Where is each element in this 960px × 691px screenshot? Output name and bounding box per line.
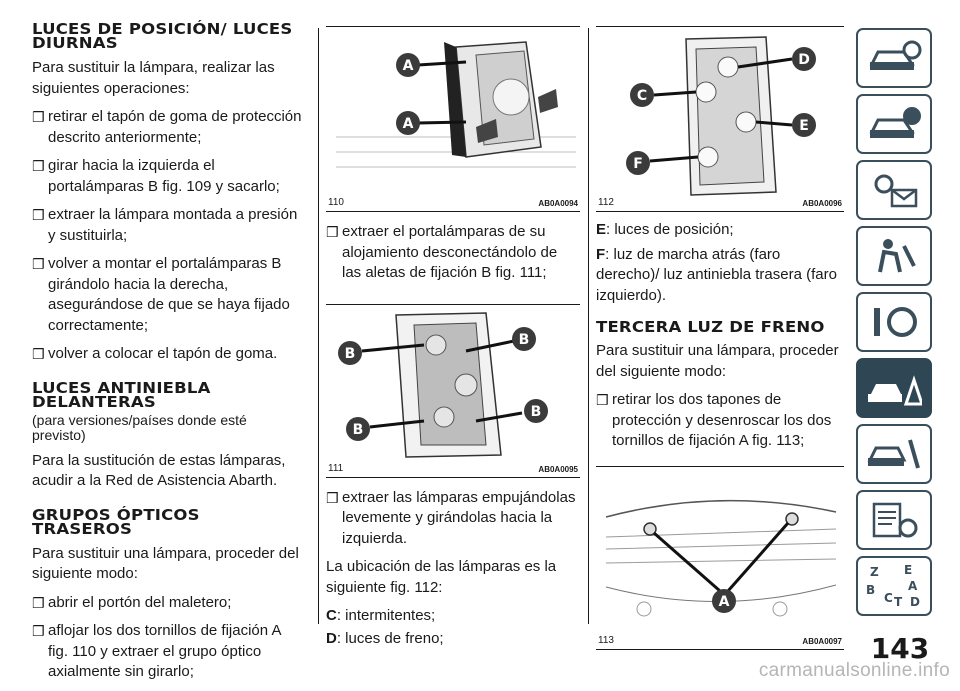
tab-safety[interactable] [856, 226, 932, 286]
svg-text:E: E [904, 563, 912, 577]
callout-c: C [637, 88, 647, 104]
svg-text:A: A [908, 579, 918, 593]
section-title-third-brake-light: TERCERA LUZ DE FRENO [596, 318, 825, 336]
figure-code: AB0A0096 [802, 199, 842, 208]
callout-b: B [519, 332, 530, 348]
svg-text:Z: Z [870, 565, 879, 579]
list-item: ❒retirar los dos tapones de protección y… [596, 391, 832, 449]
airbag-person-icon [878, 239, 916, 273]
lamp-holder-illustration: B B B B [326, 304, 580, 477]
figure-111: B B B B 111 AB0A0095 [326, 303, 580, 478]
tab-lights-messages[interactable] [856, 160, 932, 220]
callout-a: A [403, 58, 414, 74]
column-divider [588, 28, 589, 624]
column-1: LUCES DE POSICIÓN/ LUCES DIURNAS Para su… [32, 20, 302, 691]
list-item: ❒retirar el tapón de goma de protección … [32, 108, 302, 146]
rear-light-cluster-illustration: A A [326, 27, 580, 211]
car-breakdown-icon [868, 375, 922, 406]
figure-110: A A 110 AB0A0094 [326, 26, 580, 212]
figure-code: AB0A0095 [538, 464, 578, 474]
tab-car-info[interactable] [856, 28, 932, 88]
paragraph: Para sustituir la lámpara, realizar las … [32, 59, 275, 97]
car-service-icon [867, 439, 920, 469]
lamp-layout-illustration: C D E F [596, 27, 844, 211]
callout-a: A [719, 594, 730, 610]
list-item: ❒aflojar los dos tornillos de fijación A… [32, 622, 281, 680]
tab-car-information[interactable] [856, 94, 932, 154]
figure-number: 112 [598, 197, 614, 208]
tab-alphabetical-index[interactable]: Z E A B C T D [856, 556, 932, 616]
lights-message-icon [874, 174, 918, 208]
figure-code: AB0A0097 [802, 636, 842, 646]
svg-text:D: D [910, 595, 920, 609]
tab-emergency[interactable] [856, 358, 932, 418]
paragraph: La ubicación de las lámparas es la sigui… [326, 558, 557, 596]
legend-item: F: luz de marcha atrás (faro derecho)/ l… [596, 245, 837, 304]
legend-item: E: luces de posición; [596, 221, 734, 238]
page-number: 143 [870, 632, 930, 665]
car-info-icon [869, 40, 922, 70]
svg-text:C: C [884, 591, 893, 605]
figure-code: AB0A0094 [538, 199, 578, 208]
figure-number: 111 [328, 462, 344, 474]
list-item: ❒volver a colocar el tapón de goma. [32, 345, 278, 362]
paragraph: Para sustituir una lámpara, proceder del… [596, 342, 839, 380]
list-item: ❒extraer el portalámparas de su alojamie… [326, 223, 558, 281]
list-item: ❒extraer las lámparas empujándolas levem… [326, 488, 576, 547]
figure-112: C D E F 112 AB0A0096 [596, 26, 844, 212]
callout-b: B [531, 404, 542, 420]
car-i-icon [869, 107, 921, 138]
section-title-fog-lights: LUCES ANTINIEBLA DELANTERAS [32, 378, 211, 410]
watermark: carmanualsonline.info [758, 660, 950, 681]
figure-113: A 113 AB0A0097 [596, 465, 844, 650]
alphabet-index-icon: Z E A B C T D [866, 563, 920, 609]
list-item: ❒volver a montar el portalámparas B girá… [32, 255, 290, 334]
section-title-rear-lights: GRUPOS ÓPTICOS TRASEROS [32, 505, 200, 537]
tab-technical-data[interactable] [856, 490, 932, 550]
legend-item: D: luces de freno; [326, 629, 444, 647]
callout-e: E [799, 118, 809, 134]
callout-b: B [345, 346, 356, 362]
section-title-position-lights: LUCES DE POSICIÓN/ LUCES DIURNAS [32, 20, 293, 52]
svg-text:T: T [894, 595, 903, 609]
svg-text:B: B [866, 583, 875, 597]
column-2: A A 110 AB0A0094 ❒extraer el portalámpar… [326, 26, 580, 657]
tab-starting-driving[interactable] [856, 292, 932, 352]
list-item: ❒abrir el portón del maletero; [32, 593, 232, 611]
chapter-tabs: Z E A B C T D [856, 28, 932, 622]
figure-number: 110 [328, 197, 344, 208]
index-settings-icon [872, 502, 918, 538]
column-divider [318, 28, 319, 624]
tools-wheel-icon [874, 307, 917, 337]
paragraph: Para sustituir una lámpara, proceder del… [32, 544, 299, 583]
paragraph: Para la sustitución de estas lámparas, a… [32, 451, 286, 490]
third-brake-light-illustration: A [596, 466, 844, 649]
section-subtitle: (para versiones/países donde esté previs… [32, 411, 247, 443]
callout-b: B [353, 422, 364, 438]
figure-number: 113 [598, 634, 614, 646]
callout-d: D [798, 52, 810, 68]
tab-maintenance[interactable] [856, 424, 932, 484]
callout-f: F [633, 156, 643, 172]
callout-a: A [403, 116, 414, 132]
list-item: ❒extraer la lámpara montada a presión y … [32, 206, 298, 244]
list-item: ❒girar hacia la izquierda el portalámpar… [32, 157, 280, 195]
legend-item: C: intermitentes; [326, 607, 436, 624]
column-3: C D E F 112 AB0A0096 E: luces de posició… [596, 26, 844, 650]
